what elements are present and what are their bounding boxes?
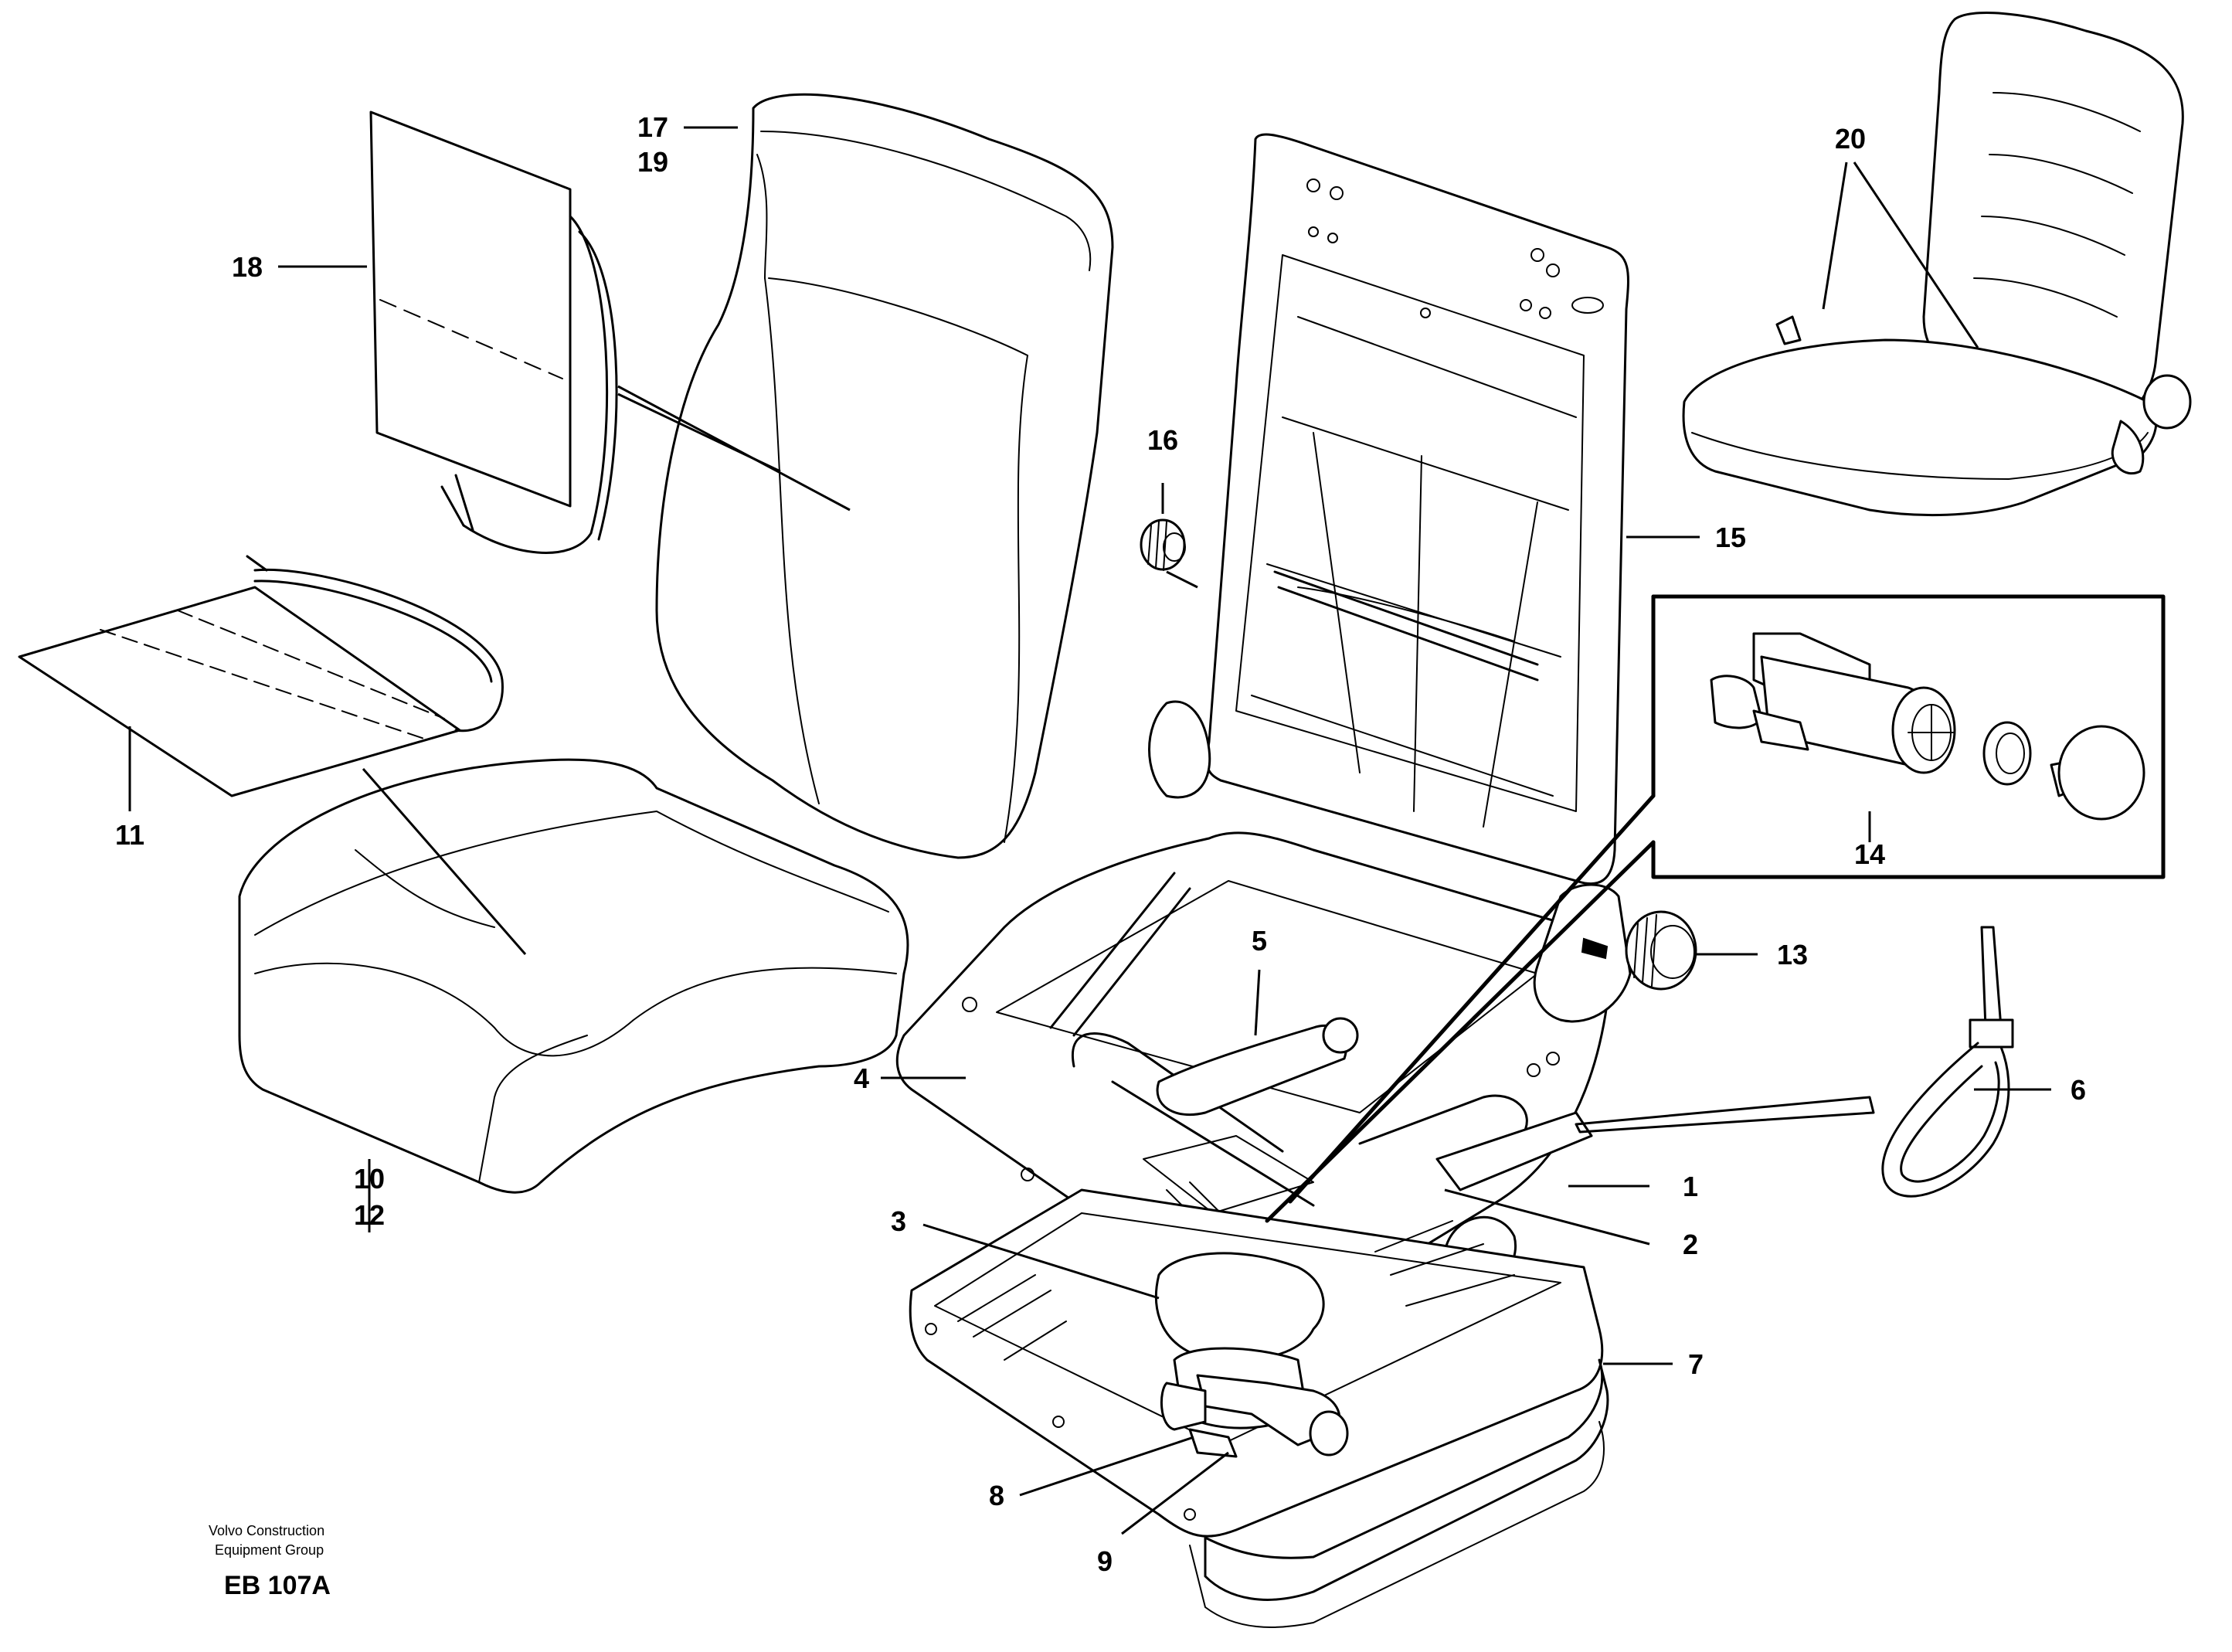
part-16-knob — [1140, 518, 1186, 571]
callout-20: 20 — [1835, 123, 1866, 155]
callout-1: 1 — [1683, 1171, 1698, 1202]
callout-19: 19 — [637, 146, 668, 178]
callout-10: 10 — [354, 1163, 385, 1195]
callout-16: 16 — [1147, 424, 1178, 456]
part-13-adjusting-knob — [1581, 910, 1697, 991]
part-14-socket — [1710, 632, 2145, 821]
callout-18: 18 — [232, 251, 263, 283]
callout-15: 15 — [1715, 522, 1746, 553]
part-20-complete-seat — [1682, 12, 2192, 517]
callout-17: 17 — [637, 111, 668, 143]
credit-line-1: Volvo Construction — [209, 1523, 324, 1538]
part-17-backrest-cushion — [655, 93, 1114, 859]
callout-4: 4 — [854, 1062, 869, 1094]
callout-12: 12 — [354, 1199, 385, 1231]
callout-14: 14 — [1854, 838, 1885, 870]
part-10-seat-cushion — [238, 758, 909, 1194]
callout-13: 13 — [1777, 939, 1808, 970]
credit-block: Volvo Construction Equipment Group EB 10… — [209, 1523, 331, 1600]
callout-5: 5 — [1252, 925, 1267, 957]
callout-7: 7 — [1688, 1348, 1704, 1380]
credit-line-2: Equipment Group — [215, 1542, 324, 1558]
part-18-back-heating-pad — [369, 110, 618, 554]
callout-9: 9 — [1097, 1545, 1113, 1577]
part-11-seat-heating-pad — [18, 555, 504, 797]
part-15-backrest-frame — [1205, 133, 1629, 885]
callout-2: 2 — [1683, 1229, 1698, 1260]
parts-air-spring-valve — [1154, 1252, 1349, 1458]
inset-part-14 — [1265, 594, 2166, 1223]
drawing-code: EB 107A — [224, 1571, 331, 1600]
part-6-cable-tie — [1881, 926, 2014, 1198]
callout-11: 11 — [115, 819, 144, 851]
callout-3: 3 — [891, 1205, 906, 1237]
callout-8: 8 — [989, 1480, 1004, 1511]
leader-lines — [128, 126, 2051, 1535]
callout-6: 6 — [2071, 1074, 2086, 1106]
callout-labels: 17 19 18 11 10 12 16 15 20 14 13 5 4 6 1… — [115, 111, 2086, 1577]
